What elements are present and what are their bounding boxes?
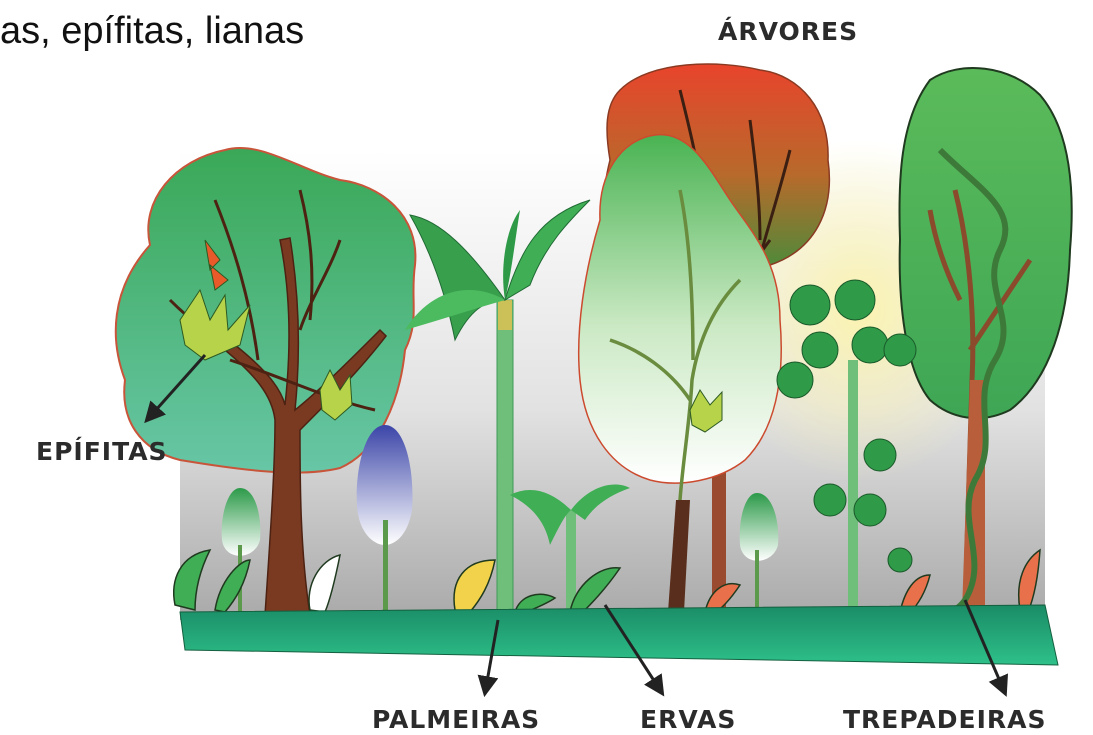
ground-strip (180, 605, 1058, 665)
trepadeiras-label: TREPADEIRAS (843, 705, 1047, 734)
arvores-label: ÁRVORES (718, 17, 858, 46)
palmeiras-label: PALMEIRAS (372, 705, 540, 734)
epifitas-label: EPÍFITAS (36, 437, 168, 466)
ervas-label: ERVAS (640, 705, 736, 734)
caption-text: as, epífitas, lianas (0, 10, 304, 53)
